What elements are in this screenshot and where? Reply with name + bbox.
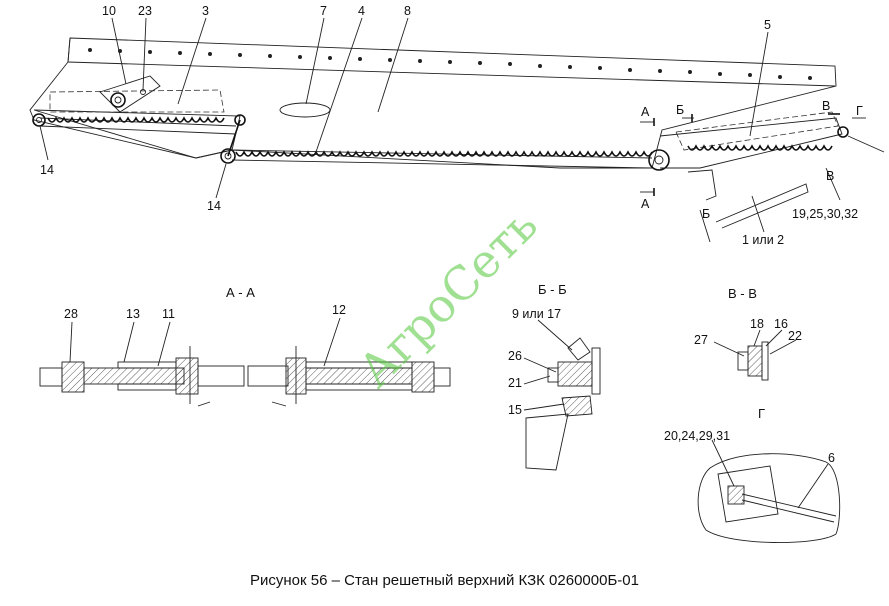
callout-28: 28: [64, 307, 78, 321]
callout-26: 26: [508, 349, 522, 363]
callout-27: 27: [694, 333, 708, 347]
figure-caption: Рисунок 56 – Стан решетный верхний КЗК 0…: [250, 572, 639, 589]
callout-6: 6: [828, 451, 835, 465]
callout-18: 18: [750, 317, 764, 331]
view-g-title: Г: [758, 406, 765, 421]
view-g-boundary: [697, 453, 841, 543]
callout-9-or-17: 9 или 17: [512, 307, 561, 321]
callout-20-24-29-31: 20,24,29,31: [664, 429, 730, 443]
section-aa: А - А 28 13 11 12: [39, 285, 451, 407]
callout-22: 22: [788, 329, 802, 343]
callout-8: 8: [404, 4, 411, 18]
pivot-mid: [220, 148, 236, 164]
inspection-hatch: [279, 102, 331, 118]
callout-13: 13: [126, 307, 140, 321]
callout-4: 4: [358, 4, 365, 18]
section-vv-title: В - В: [728, 286, 757, 301]
right-extension: [659, 117, 843, 169]
mark-b-bottom: Б: [702, 207, 710, 221]
section-bb-title: Б - Б: [538, 282, 567, 297]
rivet-row: [88, 48, 812, 80]
callout-3: 3: [202, 4, 209, 18]
mark-v-bottom: В: [826, 169, 834, 183]
mark-a-top: А: [641, 105, 650, 119]
section-bb: Б - Б 9 или 17 26 21 15: [508, 282, 601, 471]
callout-23: 23: [138, 4, 152, 18]
callout-5: 5: [764, 18, 771, 32]
sieve-frame-outline: [29, 37, 837, 169]
mark-g: Г: [856, 104, 863, 118]
main-spring: [231, 149, 653, 169]
mark-a-bottom: А: [641, 197, 650, 211]
main-view-callouts: 10 23 3 7 4 8 5 14 14 19,25,30,32 1 или …: [39, 4, 858, 247]
callout-19-25-30-32: 19,25,30,32: [792, 207, 858, 221]
left-spring: [39, 116, 237, 135]
main-view: [29, 37, 885, 243]
callout-11: 11: [162, 307, 175, 321]
callout-16: 16: [774, 317, 788, 331]
callout-14-left: 14: [40, 163, 54, 177]
section-vv: В - В 27 18 16 22: [694, 286, 802, 381]
pivot-right: [648, 149, 670, 171]
mark-b-top: Б: [676, 103, 684, 117]
callout-7: 7: [320, 4, 327, 18]
callout-1-or-2: 1 или 2: [742, 233, 784, 247]
callout-21: 21: [508, 376, 522, 390]
callout-10: 10: [102, 4, 116, 18]
pivot-left: [32, 113, 46, 127]
callout-12: 12: [332, 303, 346, 317]
eccentric-plate: [99, 75, 161, 113]
callout-14-mid: 14: [207, 199, 221, 213]
section-marks: А А Б Б В В Г: [640, 99, 866, 221]
callout-15: 15: [508, 403, 522, 417]
section-aa-title: А - А: [226, 285, 255, 300]
view-g: Г 20,24,29,31 6: [664, 406, 841, 543]
mark-v-top: В: [822, 99, 830, 113]
left-frame: [33, 109, 241, 159]
